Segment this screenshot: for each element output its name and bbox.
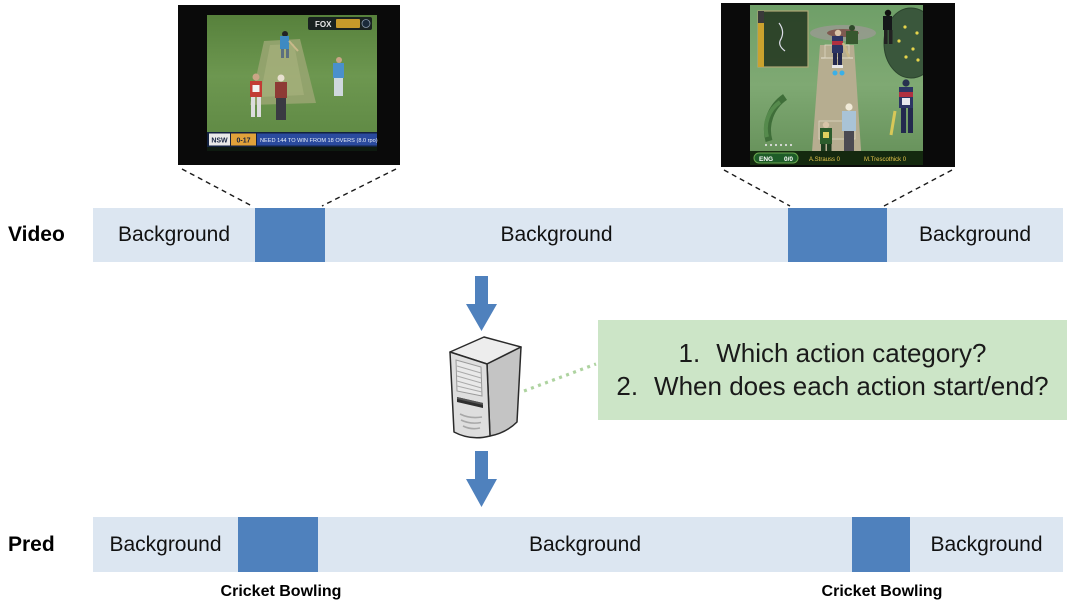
non-striker-figure: [889, 79, 913, 136]
striker-figure: [832, 29, 851, 76]
pred-action-segment-1: [238, 517, 318, 572]
action-caption-1: Cricket Bowling: [220, 583, 342, 600]
broadcaster-logo: FOX: [308, 17, 372, 30]
logo-text: FOX: [315, 20, 332, 29]
fielder-figure: [250, 73, 262, 117]
umpire-figure: [842, 103, 856, 153]
video-frame-thumbnail-left: FOX NSW 0-17 NEED 144 TO WIN FROM 18 OVE…: [178, 5, 400, 165]
question-item-2: 2. When does each action start/end?: [616, 370, 1048, 403]
question-text: Which action category?: [716, 338, 987, 368]
batsman2-name: M.Trescothick 0: [864, 157, 907, 163]
pred-timeline-bar: Background Background Background: [93, 517, 1063, 572]
over-dots: [764, 143, 793, 147]
cricket-game-frame: ENG 0/0 A.Strauss 0 M.Trescothick 0: [721, 3, 955, 167]
segment-label: Background: [500, 223, 613, 246]
video-action-segment-1: [255, 208, 325, 262]
speed-gauge: [763, 94, 788, 142]
down-arrow-top-icon: [466, 276, 497, 331]
wicketkeeper-figure: [846, 25, 858, 44]
pred-action-segment-2: [852, 517, 910, 572]
question-text: When does each action start/end?: [654, 371, 1049, 401]
question-box: 1. Which action category? 2. When does e…: [598, 320, 1067, 420]
pred-background-segment-3: Background: [910, 517, 1063, 572]
model-server: [446, 334, 526, 447]
scoreboard-team: ENG: [759, 156, 773, 163]
question-number: 1.: [678, 338, 701, 368]
segment-label: Background: [918, 223, 1032, 246]
ticker-message: NEED 144 TO WIN FROM 18 OVERS (8.0 rpo): [260, 138, 378, 144]
ticker-score: 0-17: [236, 138, 250, 145]
ticker-team: NSW: [211, 138, 228, 145]
video-background-segment-3: Background: [887, 208, 1063, 262]
segment-label: Background: [117, 223, 231, 246]
video-action-segment-2: [788, 208, 887, 262]
batsman1-name: A.Strauss 0: [809, 157, 841, 163]
video-row-label: Video: [8, 223, 65, 246]
question-item-1: 1. Which action category?: [679, 337, 987, 370]
segment-label: Background: [109, 532, 222, 556]
cricket-broadcast-frame: FOX NSW 0-17 NEED 144 TO WIN FROM 18 OVE…: [178, 5, 400, 165]
down-arrow-bottom-icon: [466, 451, 497, 507]
umpire-figure: [275, 74, 287, 120]
dotted-green-connector: [523, 362, 597, 393]
action-caption-2: Cricket Bowling: [821, 583, 943, 600]
question-number: 2.: [616, 371, 639, 401]
fielder-figure: [883, 9, 893, 44]
video-frame-thumbnail-right: ENG 0/0 A.Strauss 0 M.Trescothick 0: [721, 3, 955, 167]
segment-label: Background: [930, 532, 1043, 556]
server-tower-icon: [449, 336, 522, 439]
scoreboard-score: 0/0: [784, 156, 793, 163]
pred-background-segment-1: Background: [93, 517, 238, 572]
pred-row-label: Pred: [8, 532, 55, 556]
video-background-segment-2: Background: [325, 208, 788, 262]
video-timeline-bar: Background Background Background: [93, 208, 1063, 262]
dashed-callout-lines-left: [181, 168, 397, 207]
video-background-segment-1: Background: [93, 208, 255, 262]
non-striker-figure: [333, 57, 344, 96]
batsman-figure: [280, 31, 299, 58]
dashed-callout-lines-right: [723, 169, 953, 207]
segment-label: Background: [528, 532, 642, 556]
minimap-panel: [757, 10, 809, 68]
pred-background-segment-2: Background: [318, 517, 852, 572]
scoreboard-bar: ENG 0/0 A.Strauss 0 M.Trescothick 0: [750, 151, 923, 165]
score-ticker: NSW 0-17 NEED 144 TO WIN FROM 18 OVERS (…: [207, 132, 378, 147]
